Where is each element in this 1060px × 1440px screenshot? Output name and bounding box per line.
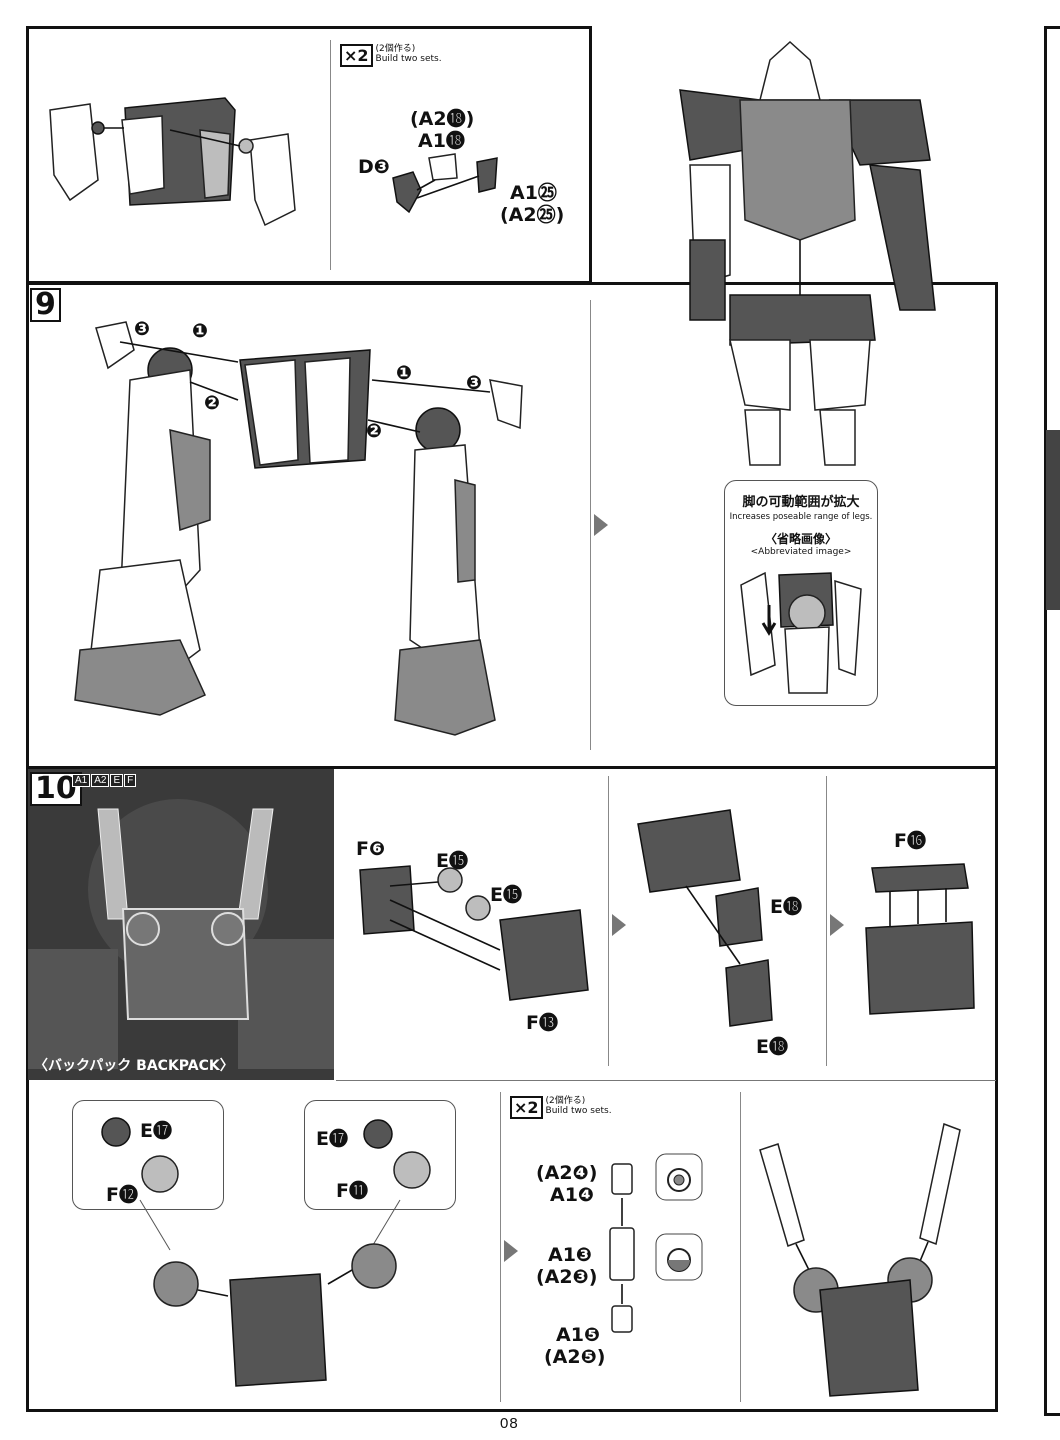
flow-arrow-10a bbox=[612, 914, 626, 936]
bubble-left bbox=[72, 1100, 224, 1210]
two-sets-badge-bottom: ×2(2個作る)Build two sets. bbox=[510, 1096, 612, 1119]
divider-step10-lower bbox=[336, 1080, 996, 1081]
label-e15-a: E⓯ bbox=[436, 850, 468, 872]
callout-3-right: ❸ bbox=[466, 372, 483, 394]
label-d3: D❸ bbox=[358, 156, 390, 178]
note-subtitle-en: Increases poseable range of legs. bbox=[729, 512, 873, 522]
label-a1-18: A1⓲ bbox=[418, 130, 465, 152]
page-number: 08 bbox=[500, 1415, 519, 1432]
label-a2-3: (A2❸) bbox=[536, 1266, 598, 1288]
label-a2-18: (A2⓲) bbox=[410, 108, 475, 130]
divider-10b bbox=[826, 776, 827, 1066]
flow-arrow-10b bbox=[830, 914, 844, 936]
backpack-sub3-illustration bbox=[865, 863, 975, 1015]
divider-step9 bbox=[590, 300, 591, 750]
backpack-photo: 〈バックパック BACKPACK〉 bbox=[28, 769, 334, 1080]
two-sets-badge-top: ×2(2個作る)Build two sets. bbox=[340, 44, 442, 67]
runner-a1: A1 bbox=[72, 774, 91, 787]
label-a1-4: A1❹ bbox=[550, 1184, 595, 1206]
callout-1-left: ❶ bbox=[192, 320, 209, 342]
runner-a2: A2 bbox=[91, 774, 110, 787]
backpack-lower-assembly-illustration bbox=[139, 1199, 401, 1387]
label-e15-b: E⓯ bbox=[490, 884, 522, 906]
backpack-photo-illustration bbox=[28, 799, 334, 1069]
next-page-edge bbox=[1044, 26, 1060, 1416]
bubble-parts-illustration bbox=[101, 1117, 431, 1193]
label-f12: F⓬ bbox=[106, 1184, 138, 1206]
label-a2-4: (A2❹) bbox=[536, 1162, 598, 1184]
flow-arrow-step9 bbox=[594, 514, 608, 536]
main-frame bbox=[26, 282, 998, 1412]
label-f13: F⓭ bbox=[526, 1012, 558, 1034]
two-sets-ja: (2個作る) bbox=[545, 1096, 586, 1106]
label-a2-5: (A2❺) bbox=[544, 1346, 606, 1368]
label-e17-left: E⓱ bbox=[140, 1120, 172, 1142]
callout-2-left: ❷ bbox=[204, 392, 221, 414]
runner-f: F bbox=[124, 774, 137, 787]
label-a2-25: (A2㉕) bbox=[500, 204, 565, 226]
barrel-parts-illustration bbox=[609, 1153, 703, 1333]
label-e18-a: E⓲ bbox=[770, 896, 802, 918]
label-e17-right: E⓱ bbox=[316, 1128, 348, 1150]
divider-top-twoset bbox=[330, 40, 331, 270]
x2-badge: ×2 bbox=[510, 1096, 543, 1119]
waist-assembly-illustration bbox=[49, 97, 296, 227]
runner-list: A1 A2 E F bbox=[72, 774, 137, 787]
label-a1-3: A1❸ bbox=[548, 1244, 593, 1266]
divider-step10 bbox=[28, 766, 996, 769]
note-leg-range: 脚の可動範囲が拡大 Increases poseable range of le… bbox=[724, 480, 878, 706]
two-sets-en: Build two sets. bbox=[375, 54, 442, 64]
label-f6: F❻ bbox=[356, 838, 386, 860]
flow-arrow-10c bbox=[504, 1240, 518, 1262]
step-number-10: 10 bbox=[30, 772, 82, 806]
two-sets-en: Build two sets. bbox=[545, 1106, 612, 1116]
two-sets-ja: (2個作る) bbox=[375, 44, 416, 54]
label-a1-5: A1❺ bbox=[556, 1324, 601, 1346]
runner-e: E bbox=[110, 774, 124, 787]
backpack-final-illustration bbox=[759, 1122, 961, 1397]
label-a1-25: A1㉕ bbox=[510, 182, 557, 204]
callout-3-left: ❸ bbox=[134, 318, 151, 340]
callout-2-right: ❷ bbox=[366, 420, 383, 442]
divider-10c bbox=[500, 1092, 501, 1402]
robot-upper-body-illustration bbox=[679, 40, 936, 466]
callout-1-right: ❶ bbox=[396, 362, 413, 384]
leg-range-illustration bbox=[740, 571, 862, 694]
small-parts-illustration bbox=[392, 153, 498, 214]
backpack-sub1-illustration bbox=[359, 865, 589, 1001]
note-title: 脚の可動範囲が拡大 bbox=[742, 495, 860, 510]
legs-and-waist-illustration bbox=[74, 321, 523, 736]
note-abbr-en: <Abbreviated image> bbox=[750, 547, 852, 557]
divider-10a bbox=[608, 776, 609, 1066]
label-f16: F⓰ bbox=[894, 830, 926, 852]
x2-badge: ×2 bbox=[340, 44, 373, 67]
label-f11: F⓫ bbox=[336, 1180, 368, 1202]
next-page-dark-band bbox=[1046, 430, 1060, 610]
bubble-right bbox=[304, 1100, 456, 1210]
step-number-9: 9 bbox=[30, 288, 61, 322]
divider-10d bbox=[740, 1092, 741, 1402]
backpack-sub2-illustration bbox=[637, 809, 773, 1027]
note-abbr-ja: 〈省略画像〉 bbox=[764, 532, 837, 546]
label-e18-b: E⓲ bbox=[756, 1036, 788, 1058]
backpack-caption: 〈バックパック BACKPACK〉 bbox=[34, 1058, 234, 1074]
